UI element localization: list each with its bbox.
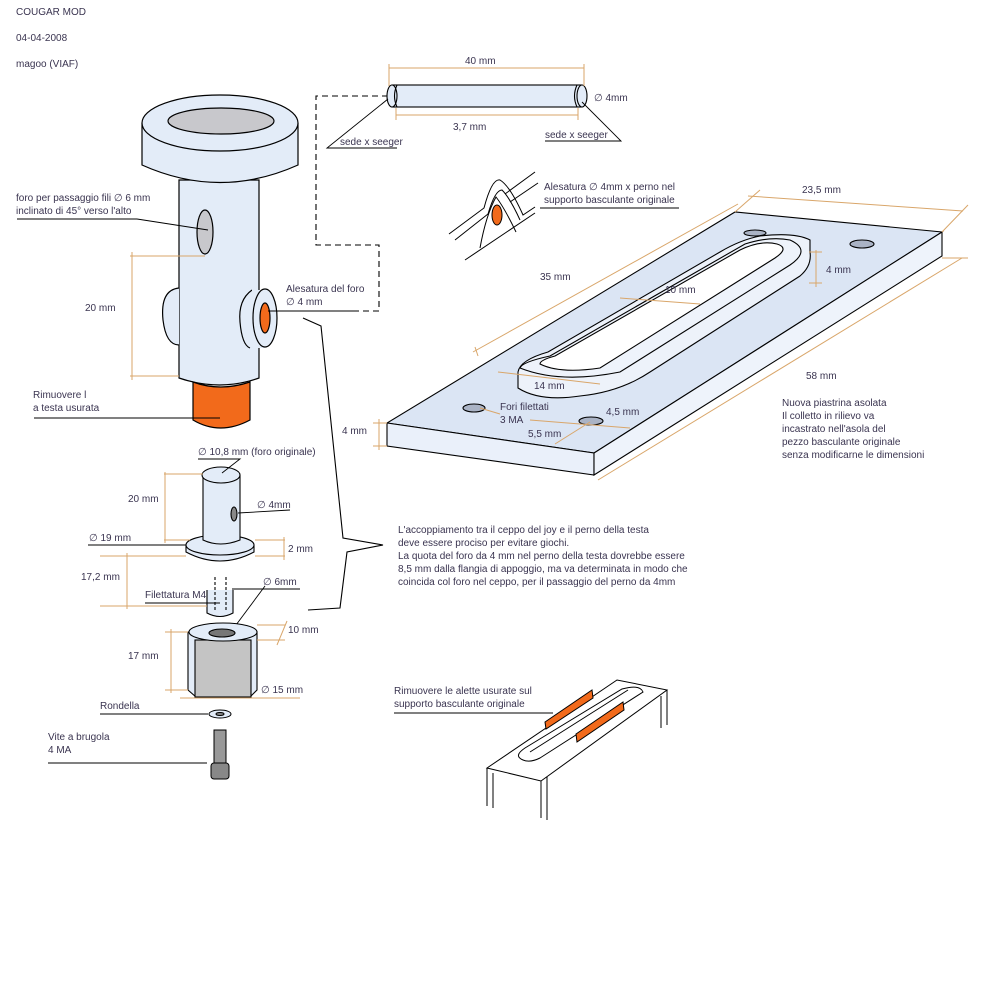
thread-holes-label: Fori filettati 3 MA	[500, 402, 549, 426]
plate-thickness-label: 4 mm	[342, 426, 367, 437]
washer-screw	[208, 709, 232, 780]
shank-diameter-label: ∅ 6mm	[263, 577, 297, 588]
spacer-diameter-label: ∅ 15 mm	[261, 685, 304, 696]
top-diameter-label: ∅ 10,8 mm (foro originale)	[198, 447, 316, 458]
head-leaders	[17, 218, 359, 419]
new-pin-height-label: 20 mm	[128, 494, 159, 505]
head-cap-bore	[167, 107, 275, 135]
pin-dimensions	[388, 64, 585, 120]
thread-hole-1	[462, 403, 486, 413]
new-pin-top	[201, 466, 241, 484]
seat-right-label: sede x seeger	[545, 130, 608, 141]
spacer-dimensions	[165, 620, 300, 699]
doc-title: COUGAR MOD	[16, 7, 86, 18]
hole-offset-b-label: 5,5 mm	[528, 429, 562, 440]
seat-left-label: sede x seeger	[340, 137, 403, 148]
leader-wire-hole-b	[136, 218, 209, 231]
support-detail-label: Alesatura ∅ 4mm x perno nel supporto bas…	[544, 182, 675, 206]
pin-body	[391, 84, 583, 108]
support-detail	[448, 171, 679, 261]
doc-date: 04-04-2008	[16, 33, 68, 44]
plate-description: Nuova piastrina asolata Il colletto in r…	[782, 398, 925, 461]
slot-width-label: 10 mm	[665, 285, 696, 296]
head-height-label: 20 mm	[85, 303, 116, 314]
spacer	[187, 622, 258, 698]
screw-head	[210, 762, 230, 780]
new-pin-dimensions	[100, 472, 285, 609]
right-boss-back	[239, 289, 253, 349]
coupling-note: L'accoppiamento tra il ceppo del joy e i…	[398, 525, 688, 588]
pin-seat-leaders	[325, 98, 623, 149]
worn-tip	[192, 381, 251, 429]
pin-length-label: 40 mm	[465, 56, 496, 67]
plate-length-label: 58 mm	[806, 371, 837, 382]
pin-end-left	[386, 84, 398, 108]
flange-thickness-label: 2 mm	[288, 544, 313, 555]
new-pin-body	[202, 475, 241, 545]
new-pin-leaders	[88, 458, 300, 626]
pin-diameter-label: ∅ 4mm	[594, 93, 628, 104]
bore-label: Alesatura del foro ∅ 4 mm	[286, 284, 365, 308]
collar-width-label: 14 mm	[534, 381, 565, 392]
head-shaft	[178, 179, 260, 386]
flange-diameter-label: ∅ 19 mm	[89, 533, 132, 544]
pin	[386, 84, 588, 108]
doc-author: magoo (VIAF)	[16, 59, 79, 70]
wire-hole	[196, 209, 214, 255]
dashed-connector	[315, 95, 388, 312]
plate-dimensions	[373, 189, 969, 481]
rocker-support	[394, 679, 669, 820]
rocker-label: Rimuovere le alette usurate sul supporto…	[394, 686, 532, 710]
bracket-line	[302, 317, 384, 611]
plate-width-label: 23,5 mm	[802, 185, 841, 196]
slot-length-label: 35 mm	[540, 272, 571, 283]
spacer-height-label: 17 mm	[128, 651, 159, 662]
left-boss	[161, 287, 180, 346]
thread-label: Filettatura M4	[145, 590, 207, 601]
head-part	[141, 94, 299, 429]
collar-height-label: 4 mm	[826, 265, 851, 276]
thread-hole-3	[743, 229, 767, 237]
plate-slot	[539, 242, 784, 371]
screw-label: Vite a brugola 4 MA	[48, 732, 110, 756]
shank-length-label: 17,2 mm	[81, 572, 120, 583]
bore-4mm	[259, 302, 271, 334]
hole-offset-a-label: 4,5 mm	[606, 407, 640, 418]
remove-head-label: Rimuovere l a testa usurata	[33, 390, 100, 414]
plate	[385, 211, 944, 476]
spacer-width-label: 10 mm	[288, 625, 319, 636]
screw-shank	[213, 729, 227, 766]
wire-hole-label: foro per passaggio fili ∅ 6 mm inclinato…	[16, 193, 151, 217]
spacer-leaders	[48, 713, 208, 764]
pin-inner-label: 3,7 mm	[453, 122, 487, 133]
thread-hole-4	[849, 239, 875, 249]
head-dimension	[130, 252, 205, 380]
cross-hole-label: ∅ 4mm	[257, 500, 291, 511]
new-pin-cross-hole	[230, 506, 238, 522]
plate-side	[593, 230, 943, 476]
washer-label: Rondella	[100, 701, 140, 712]
new-pin	[185, 466, 255, 618]
pin-end-right	[576, 84, 588, 108]
